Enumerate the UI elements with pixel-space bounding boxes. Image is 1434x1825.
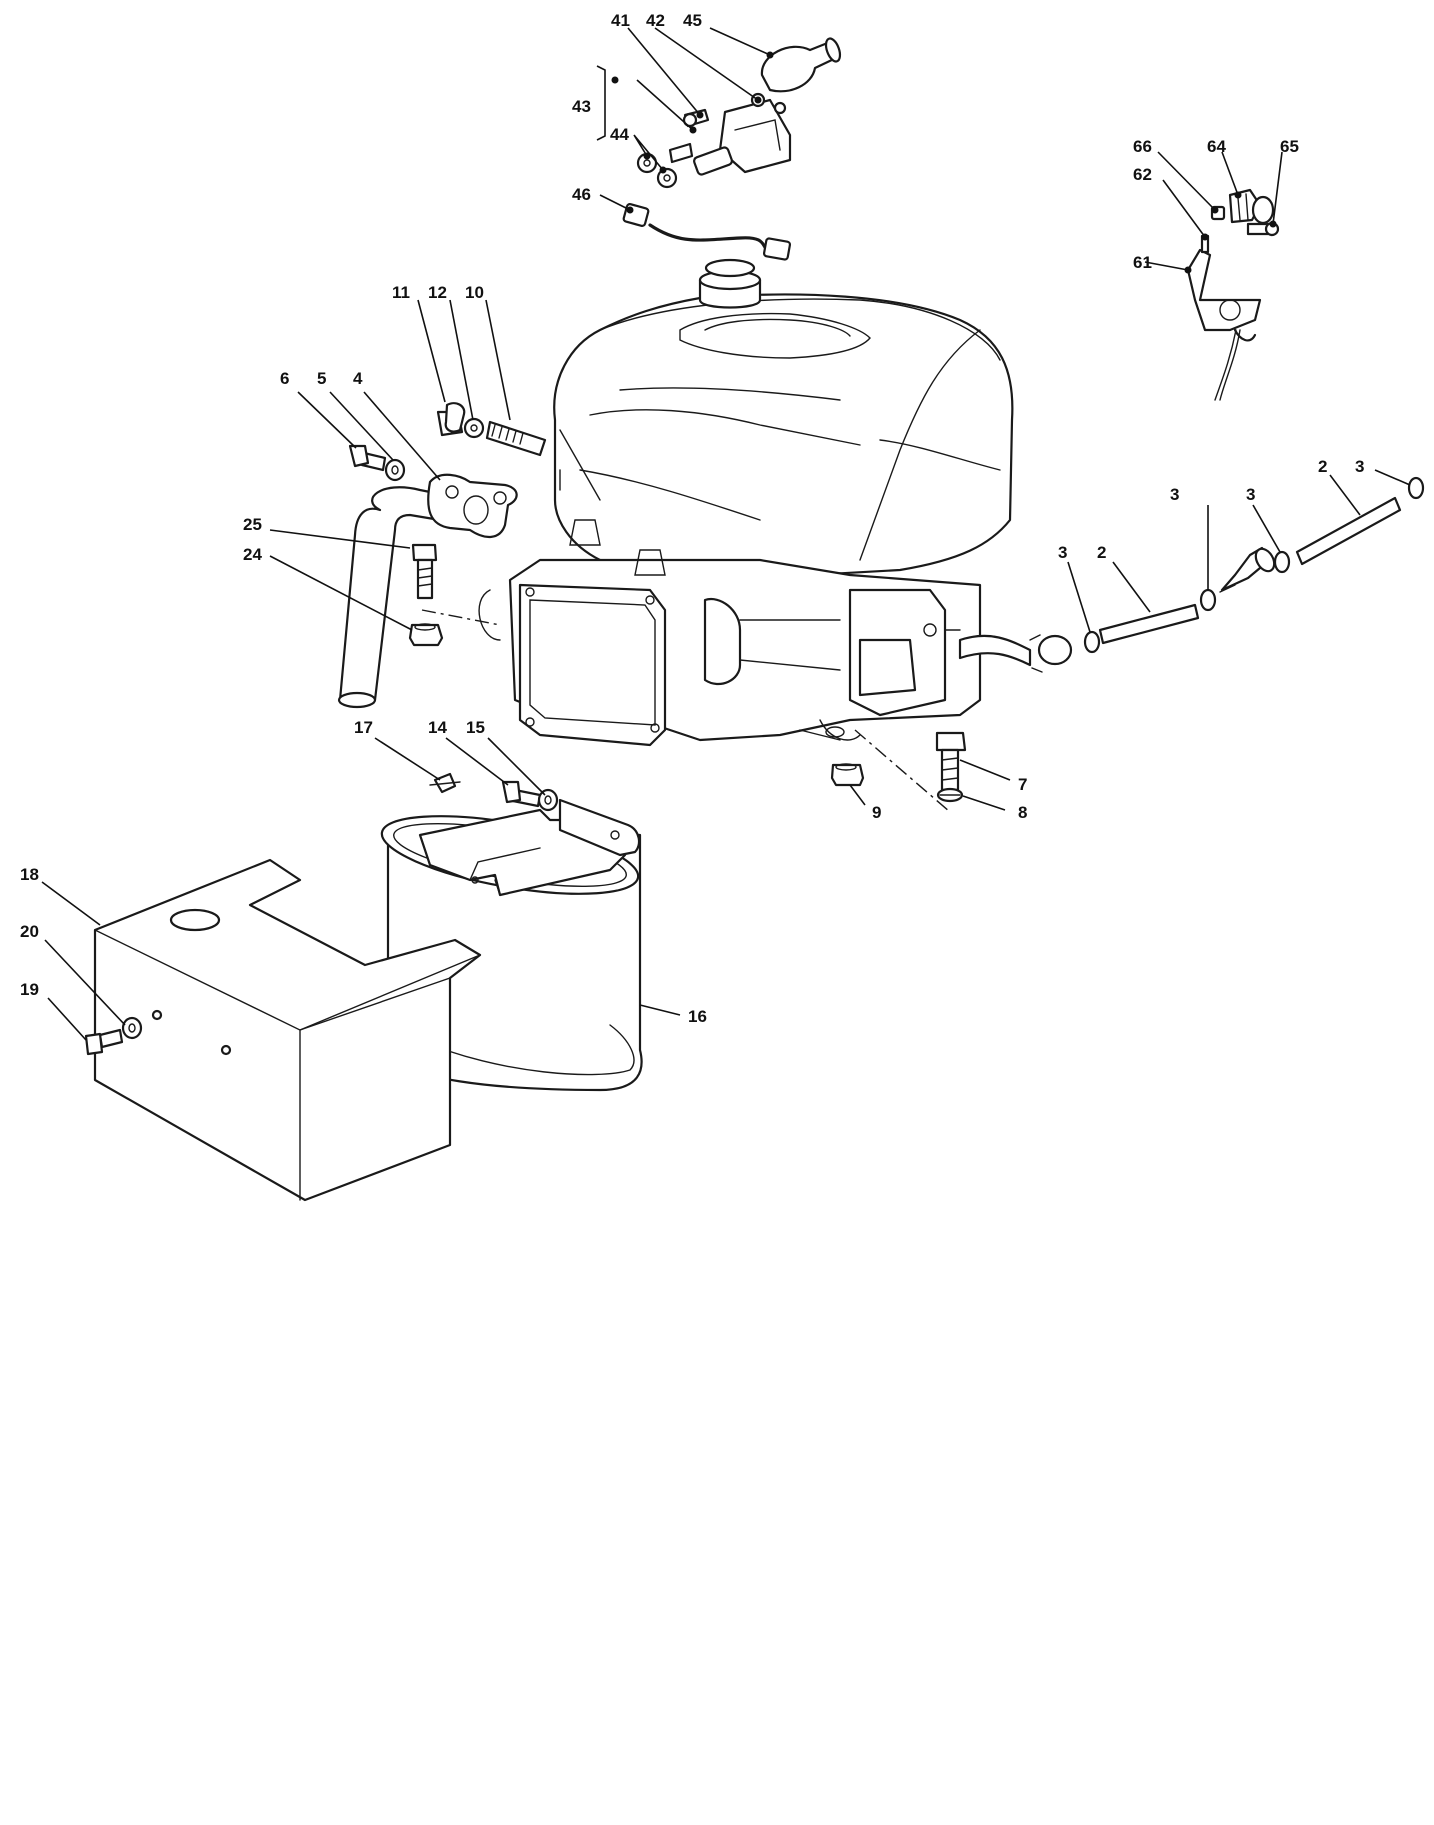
center-line: [854, 729, 951, 813]
throttle-control: [1186, 188, 1280, 401]
callout-62: 62: [1133, 165, 1152, 184]
callout-16: 16: [688, 1007, 707, 1026]
callout-17: 17: [354, 718, 373, 737]
callout-20: 20: [20, 922, 39, 941]
callout-66: 66: [1133, 137, 1152, 156]
callout-41: 41: [611, 11, 630, 30]
center-line: [421, 609, 501, 626]
leader-dots: [611, 51, 1277, 274]
callout-5: 5: [317, 369, 326, 388]
callout-14: 14: [428, 718, 447, 737]
wire-harness-46: [622, 203, 792, 261]
callout-43: 43: [572, 97, 591, 116]
part-callouts: 41 42 45 43 44 46 66 64 65 62 61 11 12 1…: [20, 11, 1364, 1026]
callout-45: 45: [683, 11, 702, 30]
callout-11: 11: [392, 283, 410, 302]
callout-18: 18: [20, 865, 39, 884]
callout-15: 15: [466, 718, 485, 737]
callout-4: 4: [353, 369, 363, 388]
callout-8: 8: [1018, 803, 1027, 822]
engine-block: [478, 258, 1073, 747]
callout-19: 19: [20, 980, 39, 999]
callout-3-b: 3: [1170, 485, 1179, 504]
callout-2-b: 2: [1097, 543, 1106, 562]
callout-44: 44: [610, 125, 629, 144]
muffler: [380, 772, 643, 1092]
callout-42: 42: [646, 11, 665, 30]
callout-12: 12: [428, 283, 447, 302]
callout-25: 25: [243, 515, 262, 534]
leader-lines: [41, 27, 1411, 1041]
callout-10: 10: [465, 283, 484, 302]
exhaust-pipe: [337, 444, 518, 709]
callout-6: 6: [280, 369, 289, 388]
solenoid-assembly: [636, 37, 842, 189]
callout-64: 64: [1207, 137, 1226, 156]
callout-24: 24: [243, 545, 262, 564]
callout-3-d: 3: [1355, 457, 1364, 476]
mount-hardware: [830, 731, 967, 803]
callout-9: 9: [872, 803, 881, 822]
heat-shield: [84, 858, 482, 1202]
callout-2-a: 2: [1318, 457, 1327, 476]
callout-46: 46: [572, 185, 591, 204]
callout-65: 65: [1280, 137, 1299, 156]
callout-7: 7: [1018, 775, 1027, 794]
exhaust-stud: [436, 402, 547, 457]
callout-3-c: 3: [1246, 485, 1255, 504]
callout-61: 61: [1133, 253, 1152, 272]
callout-3-a: 3: [1058, 543, 1067, 562]
fuel-line: [1083, 476, 1425, 654]
